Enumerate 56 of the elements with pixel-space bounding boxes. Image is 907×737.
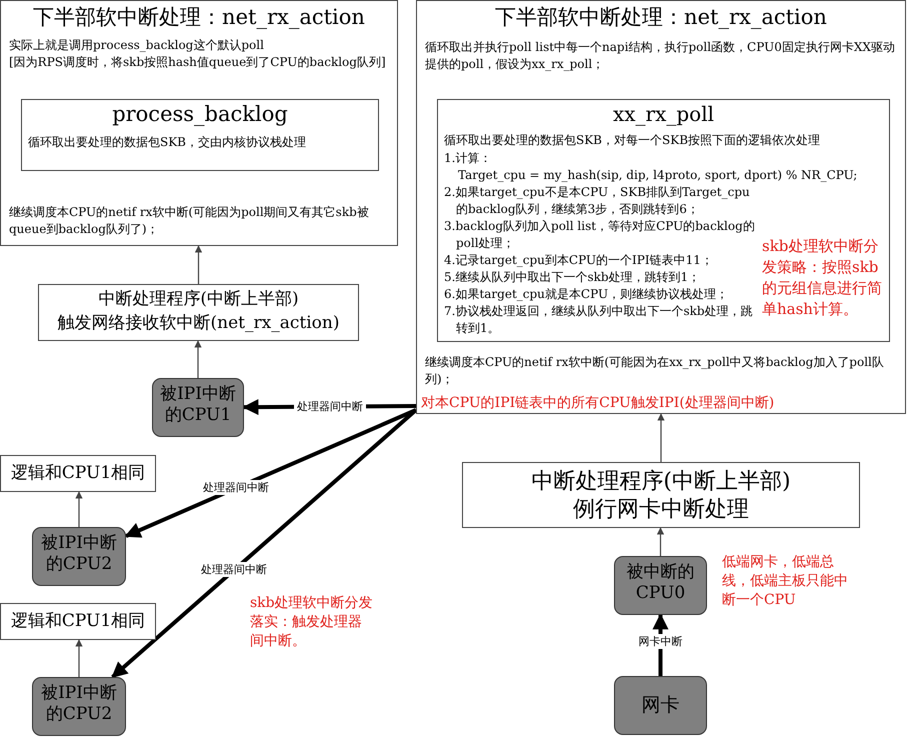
arrow	[75, 639, 83, 677]
box-text: 5.继续从队列中取出下一个skb处理，跳转到1；	[443, 269, 702, 286]
box-text: 被中断的CPU0	[626, 562, 696, 604]
box-title: xx_rx_poll	[612, 102, 716, 126]
box-text: 7.协议栈处理返回，继续从队列中取出下一个skb处理，跳转到1。	[443, 303, 754, 337]
arrow	[111, 408, 418, 678]
box-text: 被IPI中断的CPU1	[159, 384, 237, 426]
cpu-box	[32, 527, 126, 586]
arrow	[656, 527, 664, 556]
box-text: 逻辑和CPU1相同	[10, 463, 146, 484]
box-title: 下半部软中断处理：net_rx_action	[494, 5, 828, 30]
note-text: skb处理软中断分发落实：触发处理器间中断。	[250, 594, 374, 651]
box-text: 2.如果target_cpu不是本CPU，SKB排队到Target_cpu的backlog队列，继续第3步，否则跳转到6；	[443, 184, 751, 218]
box-text: 继续调度本CPU的netif rx软中断(可能因为poll期间又有其它skb被queue到backlog队列了)；	[8, 204, 370, 238]
note-text: 低端网卡，低端总线，低端主板只能中断一个CPU	[722, 553, 849, 610]
box-text: 对本CPU的IPI链表中的所有CPU触发IPI(处理器间中断)	[420, 394, 776, 412]
box-text: 循环取出并执行poll list中每一个napi结构，执行poll函数，CPU0固定执行网卡XX驱动提供的poll，假设为xx_rx_poll；	[424, 39, 896, 73]
box-text: 4.记录target_cpu到本CPU的一个IPI链表中11；	[443, 252, 714, 269]
cpu-box	[152, 378, 244, 437]
cpu-box	[614, 556, 707, 615]
box-text: process_backlog	[111, 102, 289, 127]
box-text: 继续调度本CPU的netif rx软中断(可能因为在xx_rx_poll中又将backlog加入了poll队列)；	[424, 354, 885, 388]
box-text: 循环取出要处理的数据包SKB，交由内核协议栈处理	[27, 134, 308, 151]
box-title: 下半部软中断处理：net_rx_action	[32, 5, 366, 30]
process-box	[462, 462, 860, 528]
box-text: 被IPI中断的CPU2	[40, 683, 118, 725]
cpu-box	[614, 676, 707, 735]
box-text: [因为RPS调度时，将skb按照hash值queue到了CPU的backlog队列]	[8, 54, 387, 71]
process-box	[437, 99, 890, 342]
box-text: 例行网卡中断处理	[572, 497, 750, 523]
box-text: 逻辑和CPU1相同	[10, 611, 146, 632]
arrow	[194, 245, 202, 284]
box-text: 触发网络接收软中断(net_rx_action)	[56, 313, 340, 334]
arrow	[194, 340, 202, 378]
edge-label: 处理器间中断	[294, 398, 366, 414]
arrow	[75, 491, 83, 527]
process-box	[0, 603, 156, 640]
box-text: 循环取出要处理的数据包SKB，对每一个SKB按照下面的逻辑依次处理	[443, 132, 822, 149]
box-text: 3.backlog队列加入poll list，等待对应CPU的backlog的poll处理；	[443, 218, 756, 252]
arrow	[124, 408, 417, 538]
box-text: 网卡	[640, 694, 680, 717]
box-text: 被IPI中断的CPU2	[40, 533, 118, 575]
process-box	[21, 99, 379, 171]
process-panel	[0, 0, 398, 246]
box-text: Target_cpu = my_hash(sip, dip, l4proto, sport, dport) % NR_CPU;	[457, 167, 858, 184]
box-text: 实际上就是调用process_backlog这个默认poll	[8, 37, 265, 54]
process-panel	[416, 0, 906, 414]
process-box	[0, 455, 156, 492]
box-text: 中断处理程序(中断上半部)	[97, 289, 300, 310]
box-text: 中断处理程序(中断上半部)	[530, 469, 792, 495]
note-text: skb处理软中断分发策略：按照skb的元组信息进行简单hash计算。	[762, 236, 883, 320]
process-box	[38, 284, 359, 341]
box-text: 1.计算：	[443, 150, 492, 167]
arrow	[657, 413, 665, 462]
box-text: 6.如果target_cpu就是本CPU，则继续协议栈处理；	[443, 286, 730, 303]
cpu-box	[32, 677, 126, 736]
